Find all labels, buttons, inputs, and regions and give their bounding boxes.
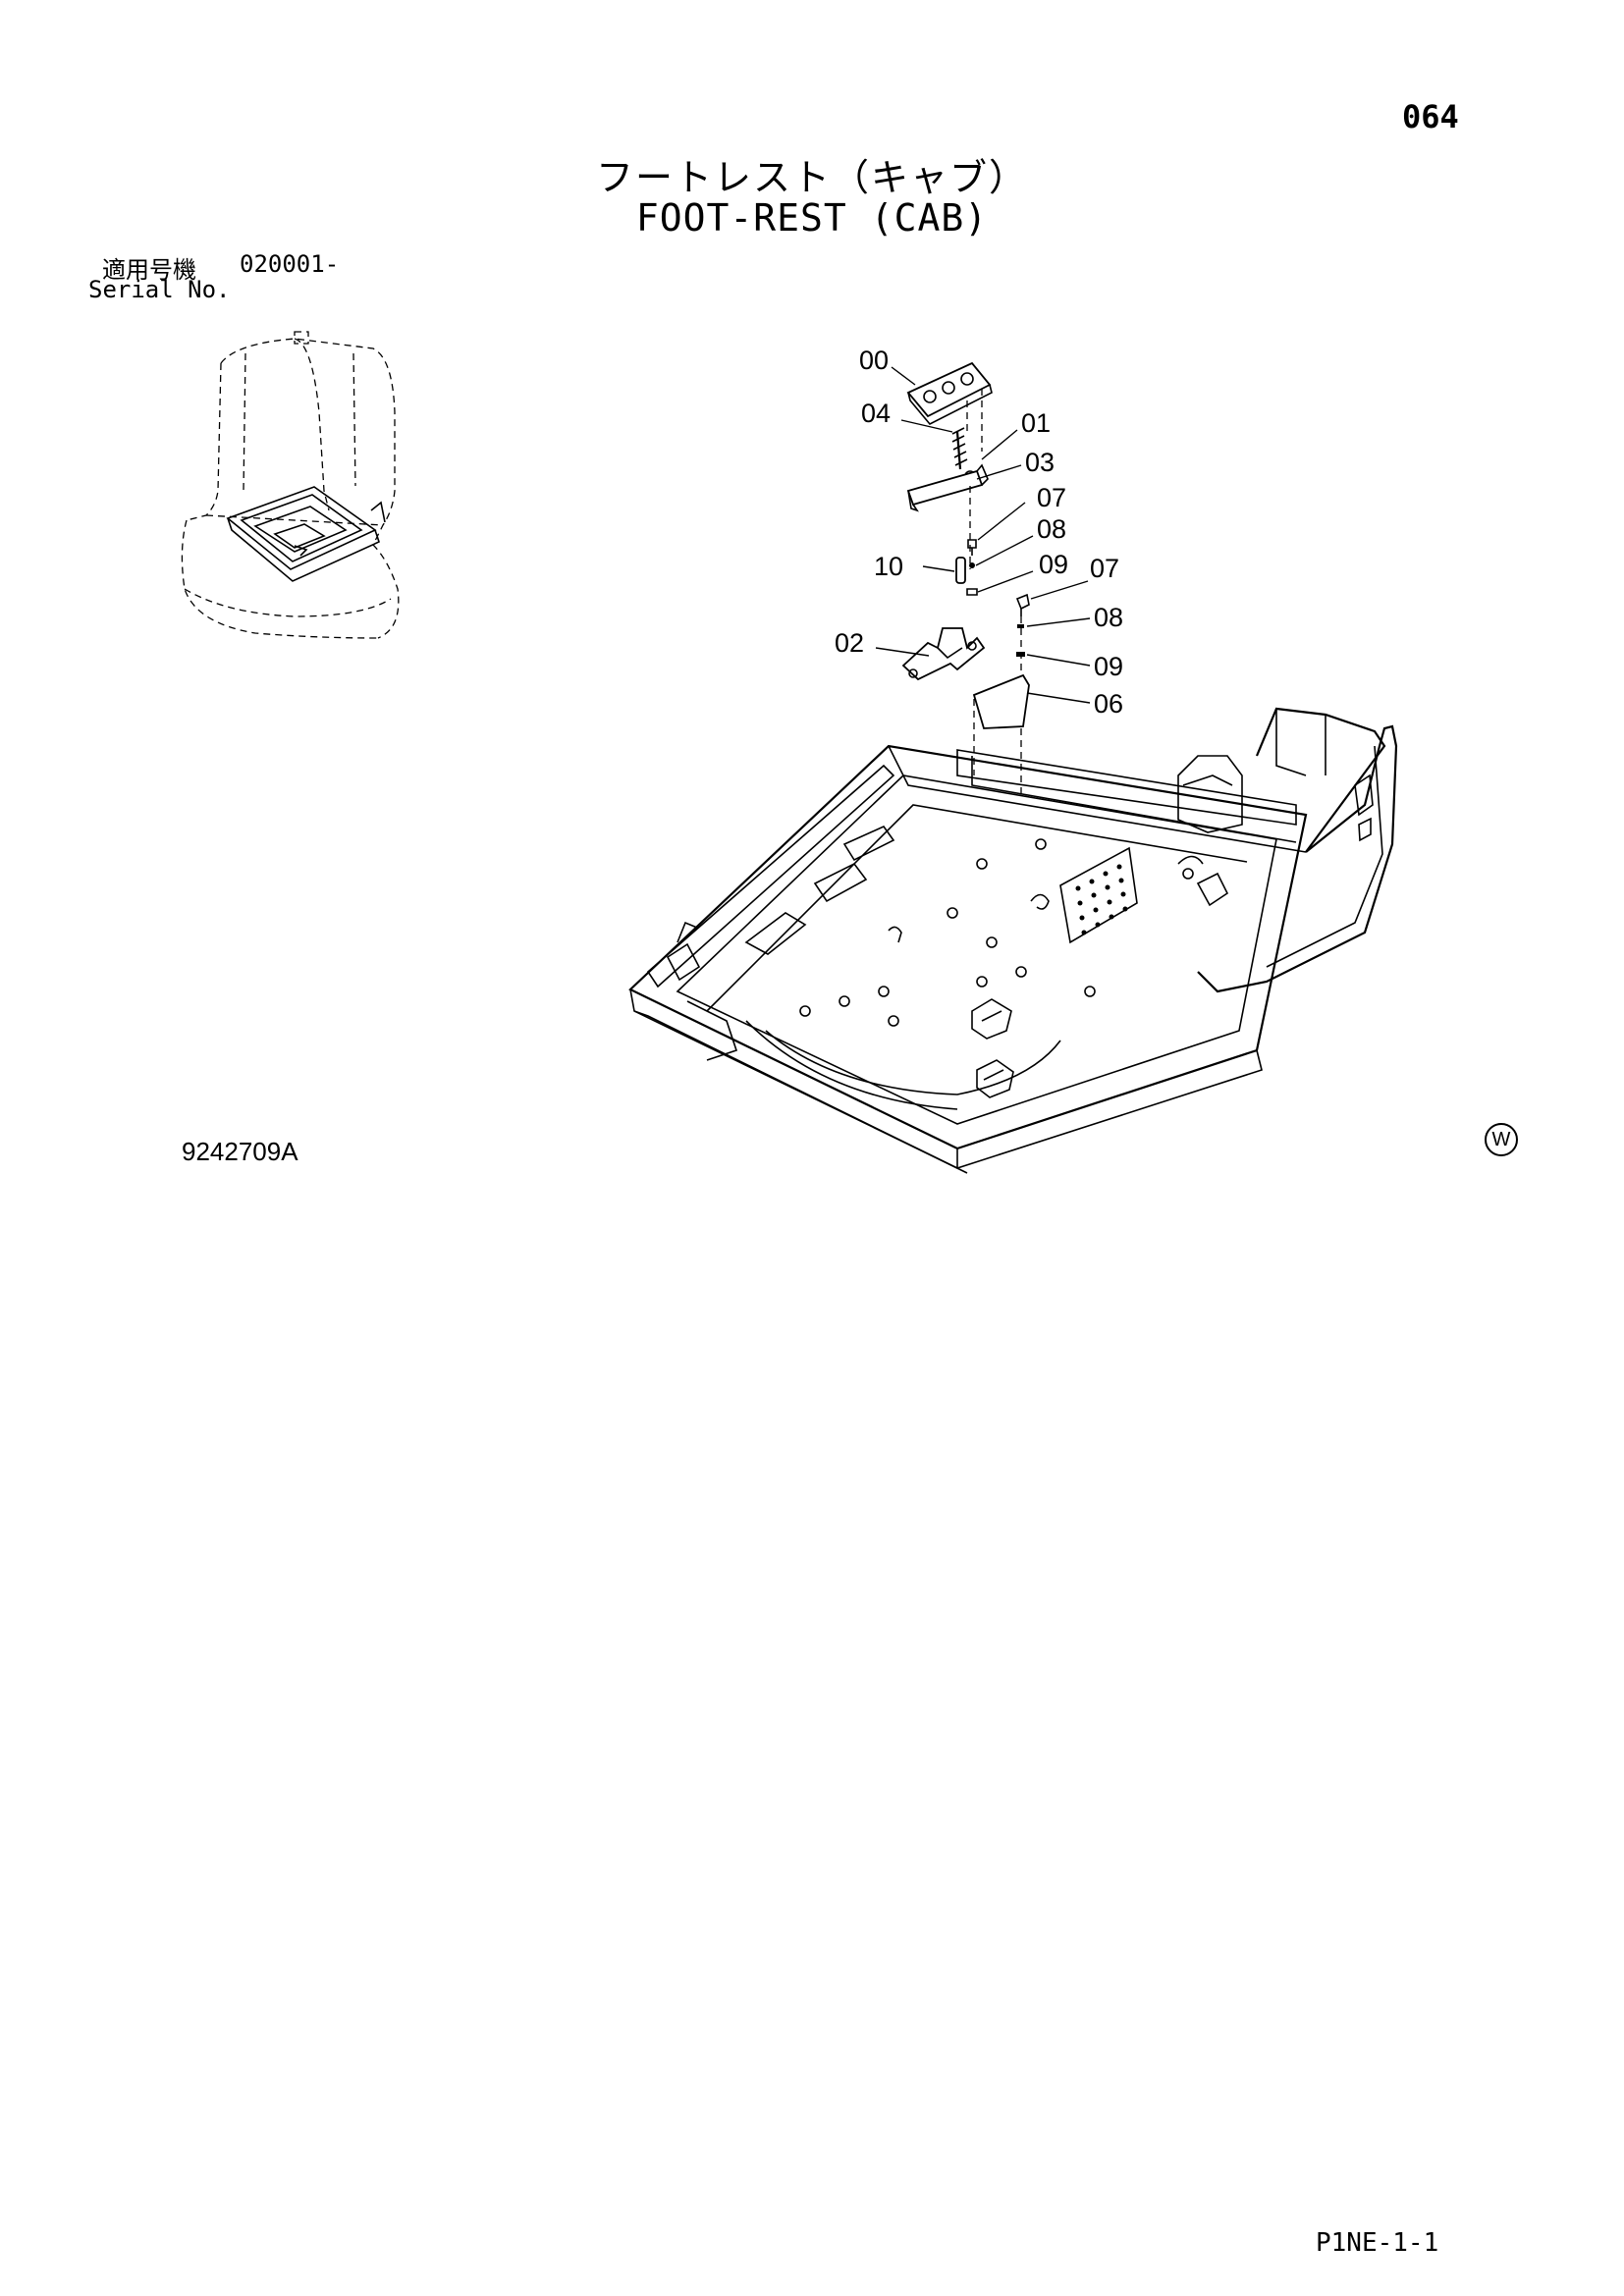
callout-08-top: 08 bbox=[1037, 514, 1066, 544]
part-09-nut-left bbox=[966, 588, 978, 596]
part-01-bracket bbox=[906, 469, 984, 507]
part-07-screw-right bbox=[1015, 593, 1030, 611]
part-06-foot-rest bbox=[972, 673, 1030, 729]
callout-10: 10 bbox=[874, 552, 903, 581]
part-08-washer-right bbox=[1017, 624, 1024, 628]
page-title-english: FOOT-REST (CAB) bbox=[635, 196, 989, 240]
sheet-code: P1NE-1-1 bbox=[1316, 2228, 1439, 2258]
callout-09-top: 09 bbox=[1039, 550, 1068, 579]
leader-lines bbox=[875, 366, 1091, 704]
callout-06: 06 bbox=[1094, 689, 1123, 719]
callout-08-right: 08 bbox=[1094, 603, 1123, 632]
part-09-nut-right bbox=[1016, 652, 1025, 657]
serial-label-japanese: 適用号機 bbox=[102, 256, 196, 284]
callout-04: 04 bbox=[861, 399, 891, 428]
callout-01: 01 bbox=[1021, 408, 1051, 438]
callout-00: 00 bbox=[859, 346, 889, 375]
part-00-plate bbox=[906, 361, 992, 418]
callout-07-top: 07 bbox=[1037, 483, 1066, 512]
page-title-japanese: フートレスト（キャブ） bbox=[595, 156, 1028, 199]
callout-09-right: 09 bbox=[1094, 652, 1123, 681]
part-08-washer-left bbox=[969, 562, 975, 568]
drawing-number: 9242709A bbox=[182, 1137, 298, 1166]
exploded-parts bbox=[901, 361, 1030, 795]
serial-label-english: Serial No. bbox=[88, 276, 231, 303]
part-10-spacer bbox=[955, 557, 966, 584]
callout-07-right: 07 bbox=[1090, 554, 1119, 583]
callout-02: 02 bbox=[835, 628, 864, 658]
serial-value: 020001- bbox=[240, 250, 340, 278]
cab-thumbnail-drawing bbox=[181, 331, 400, 639]
w-mark-icon: W bbox=[1485, 1123, 1518, 1156]
page-number: 064 bbox=[1402, 98, 1459, 135]
part-07-screw-left bbox=[967, 539, 977, 549]
callout-labels: 00 04 01 03 07 08 10 09 07 08 02 09 06 bbox=[835, 346, 1123, 719]
cab-floor-assembly bbox=[628, 707, 1398, 1174]
callout-03: 03 bbox=[1025, 448, 1055, 477]
